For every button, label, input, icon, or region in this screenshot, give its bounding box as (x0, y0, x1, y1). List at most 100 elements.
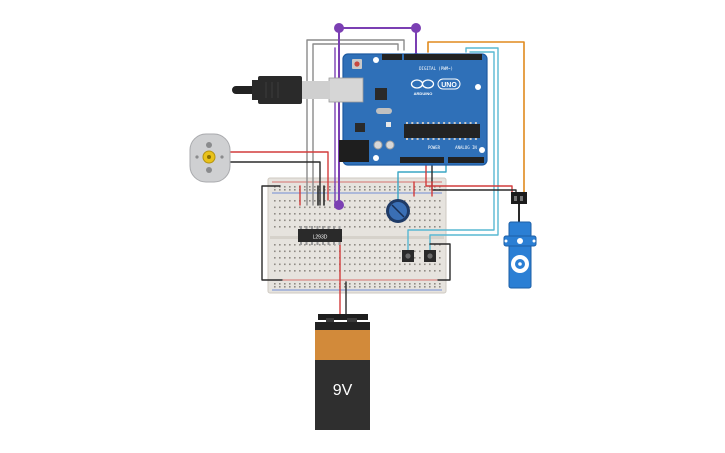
breadboard-hole (399, 186, 401, 188)
breadboard-hole (304, 244, 306, 246)
breadboard-hole (379, 250, 381, 253)
breadboard-hole (384, 250, 386, 253)
ic-pin (338, 242, 341, 245)
dc-motor-icon[interactable] (189, 133, 231, 183)
breadboard-hole (284, 206, 286, 209)
breadboard-hole (424, 206, 426, 209)
ic-pin (305, 226, 308, 229)
breadboard-hole (414, 219, 416, 222)
breadboard-hole (439, 219, 441, 222)
ic-pin (300, 242, 302, 245)
chip-pin (427, 122, 430, 124)
breadboard-hole (314, 213, 316, 215)
pushbutton-icon[interactable] (424, 250, 436, 262)
breadboard-hole (369, 226, 371, 228)
breadboard-hole (314, 200, 316, 202)
breadboard-hole (369, 263, 371, 266)
breadboard-hole (304, 219, 306, 222)
wires (229, 27, 525, 319)
breadboard-hole (439, 206, 441, 209)
breadboard-hole (384, 186, 386, 188)
breadboard-hole (394, 186, 396, 188)
breadboard-hole (414, 200, 416, 202)
breadboard-hole (344, 200, 346, 202)
breadboard-hole (419, 226, 421, 228)
breadboard-hole (319, 263, 321, 266)
breadboard-hole (369, 286, 371, 288)
breadboard-hole (389, 200, 391, 202)
breadboard-hole (349, 189, 351, 191)
breadboard-hole (379, 226, 381, 228)
breadboard-hole (429, 219, 431, 222)
breadboard-hole (349, 186, 351, 188)
chip-pin (459, 122, 461, 124)
breadboard-hole (344, 213, 346, 215)
breadboard-hole (329, 250, 331, 253)
breadboard-hole (349, 283, 351, 285)
breadboard-hole (424, 219, 426, 222)
breadboard-hole (364, 213, 366, 215)
breadboard-hole (349, 244, 351, 246)
breadboard-hole (309, 186, 311, 188)
breadboard-hole (319, 257, 321, 259)
breadboard[interactable] (267, 177, 447, 294)
breadboard-hole (434, 286, 436, 288)
breadboard-hole (439, 263, 441, 266)
breadboard-hole (374, 286, 376, 288)
chip-pin (406, 122, 408, 124)
l293d-chip[interactable]: L293D (298, 226, 342, 245)
breadboard-hole (384, 219, 386, 222)
arduino-model: UNO (441, 82, 457, 89)
chip-pin (427, 138, 430, 140)
breadboard-hole (364, 270, 366, 272)
breadboard-hole (319, 244, 321, 246)
breadboard-hole (324, 270, 326, 272)
breadboard-hole (354, 186, 356, 188)
crystal (376, 108, 392, 114)
breadboard-hole (289, 286, 291, 288)
breadboard-hole (369, 186, 371, 188)
mounting-hole (373, 155, 379, 161)
breadboard-hole (324, 226, 326, 228)
breadboard-hole (324, 263, 326, 266)
usb-chip (375, 88, 387, 100)
breadboard-hole (319, 283, 321, 285)
breadboard-hole (294, 189, 296, 191)
breadboard-hole (384, 257, 386, 259)
ic-pin (322, 242, 324, 245)
wire-gray-2 (312, 43, 399, 206)
breadboard-hole (414, 270, 416, 272)
breadboard-hole (344, 206, 346, 209)
breadboard-hole (294, 270, 296, 272)
breadboard-hole (349, 219, 351, 222)
ic-pin (316, 242, 319, 245)
breadboard-hole (334, 219, 336, 222)
breadboard-hole (329, 283, 331, 285)
breadboard-hole (394, 263, 396, 266)
breadboard-hole (329, 219, 331, 222)
usb-cable-icon[interactable] (232, 76, 330, 104)
breadboard-hole (354, 257, 356, 259)
battery-9v[interactable]: 9V (315, 314, 370, 430)
breadboard-hole (294, 200, 296, 202)
arduino-uno[interactable]: DIGITAL (PWM~) UNO ARDUINO POWER ANALOG … (328, 53, 488, 166)
breadboard-hole (359, 244, 361, 246)
servo-icon[interactable] (503, 192, 537, 289)
junction-dot (411, 23, 421, 33)
pushbutton-icon[interactable] (402, 250, 414, 262)
breadboard-hole (379, 244, 381, 246)
breadboard-hole (364, 189, 366, 191)
breadboard-hole (414, 257, 416, 259)
breadboard-hole (424, 213, 426, 215)
digital-header (404, 54, 482, 60)
breadboard-hole (404, 270, 406, 272)
breadboard-hole (359, 213, 361, 215)
breadboard-hole (384, 263, 386, 266)
digital-header-label: DIGITAL (PWM~) (419, 66, 453, 71)
breadboard-hole (299, 263, 301, 266)
battery-label: 9V (333, 382, 353, 399)
potentiometer-icon[interactable] (386, 199, 410, 223)
breadboard-hole (419, 200, 421, 202)
breadboard-hole (379, 286, 381, 288)
